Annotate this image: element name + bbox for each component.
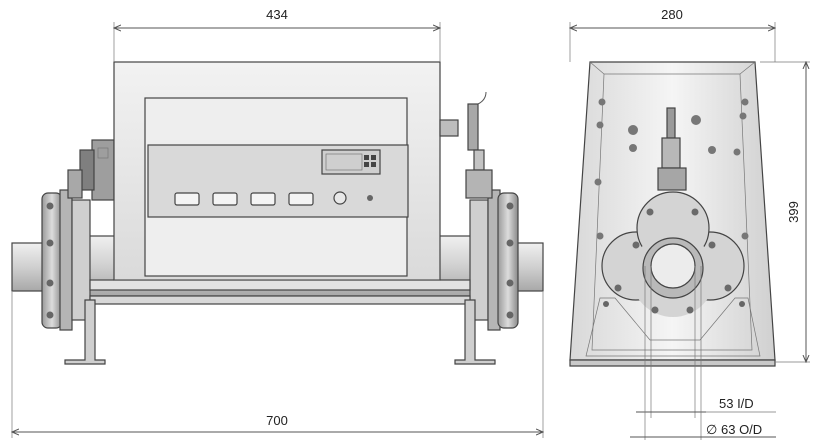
side-screws	[594, 98, 749, 240]
control-button-2	[212, 192, 238, 206]
left-pipe-stub	[11, 242, 45, 292]
left-flange	[41, 189, 91, 331]
indicator-lamp	[367, 195, 373, 201]
dim-label-280: 280	[661, 7, 683, 22]
knob-icon	[333, 191, 347, 205]
right-foot	[454, 299, 496, 365]
left-foot	[64, 299, 106, 365]
trilobe-flange	[601, 191, 745, 317]
control-button-1	[174, 192, 200, 206]
dim-label-700: 700	[266, 413, 288, 428]
dim-label-434: 434	[266, 7, 288, 22]
lcd-display	[321, 149, 381, 175]
side-base	[569, 297, 776, 367]
base-rail	[89, 279, 471, 291]
dimension-labels: 434 280 399 700 53 I/D ∅ 63 O/D	[266, 7, 801, 437]
dim-label-inner-diameter: 53 I/D	[719, 396, 754, 411]
control-buttons	[174, 191, 373, 206]
front-view	[11, 61, 544, 365]
left-cable-gland	[67, 139, 115, 201]
thermostat-probe	[439, 91, 493, 199]
dimension-lines	[12, 22, 810, 440]
dim-label-outer-diameter: 63 O/D	[721, 422, 762, 437]
base-rail-lower	[89, 295, 471, 305]
right-flange	[469, 189, 519, 331]
diameter-symbol: ∅	[706, 422, 717, 437]
side-probe	[657, 107, 687, 191]
control-button-3	[250, 192, 276, 206]
right-pipe-stub	[516, 242, 544, 292]
control-button-4	[288, 192, 314, 206]
outlet-bore	[650, 243, 696, 289]
dim-label-399: 399	[786, 201, 801, 223]
side-view	[569, 61, 776, 367]
control-box	[113, 61, 441, 281]
display-grid-icon	[364, 155, 376, 167]
